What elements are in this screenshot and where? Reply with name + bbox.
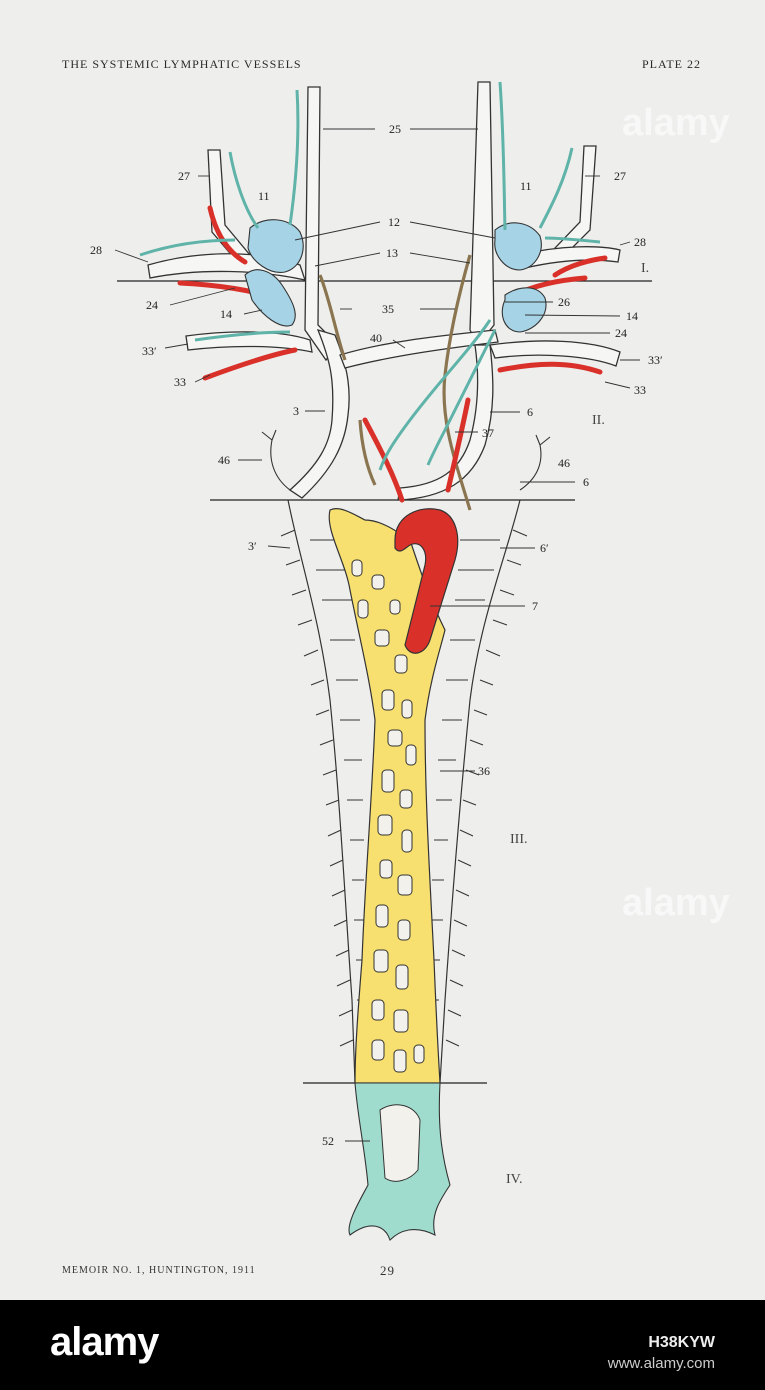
label-3prime: 3′	[248, 539, 257, 553]
level-iv: IV.	[506, 1172, 522, 1187]
label-13: 13	[386, 246, 398, 260]
level-markers: I. II. III. IV.	[506, 261, 649, 1187]
label-11-right: 11	[520, 179, 532, 193]
label-36: 36	[478, 764, 490, 778]
label-28-right: 28	[634, 235, 646, 249]
stock-banner: alamy H38KYW www.alamy.com	[0, 1300, 765, 1390]
stock-url: www.alamy.com	[607, 1355, 715, 1372]
label-12: 12	[388, 215, 400, 229]
label-26: 26	[558, 295, 570, 309]
label-33-right: 33	[634, 383, 646, 397]
watermark-top: alamy	[622, 102, 730, 144]
level-ii: II.	[592, 413, 605, 428]
aorta	[394, 508, 459, 654]
label-6-upper: 6	[527, 405, 533, 419]
lymphatic-system-diagram: 25 27 27 11 11 12 13 28 28 24 24 14 14 2…	[90, 81, 663, 1242]
label-52: 52	[322, 1134, 334, 1148]
label-28-left: 28	[90, 243, 102, 257]
level-iii: III.	[510, 832, 528, 847]
level-i: I.	[641, 261, 649, 276]
green-lymph-channels	[139, 81, 601, 471]
label-46-right: 46	[558, 456, 570, 470]
label-24-left: 24	[146, 298, 158, 312]
label-7: 7	[532, 599, 538, 613]
memoir-citation: MEMOIR NO. 1, HUNTINGTON, 1911	[62, 1265, 256, 1276]
label-6-lower: 6	[583, 475, 589, 489]
label-33prime-right: 33′	[648, 353, 663, 367]
image-id: H38KYW	[648, 1334, 715, 1351]
label-11-left: 11	[258, 189, 270, 203]
label-35: 35	[382, 302, 394, 316]
page-number: 29	[380, 1263, 395, 1278]
label-14-right: 14	[626, 309, 638, 323]
plate-title: THE SYSTEMIC LYMPHATIC VESSELS	[62, 57, 302, 71]
label-46-left: 46	[218, 453, 230, 467]
trunk-outline	[280, 499, 528, 1084]
label-3: 3	[293, 404, 299, 418]
label-6prime: 6′	[540, 541, 549, 555]
branch-vessels	[261, 429, 551, 491]
label-33-left: 33	[174, 375, 186, 389]
label-25: 25	[389, 122, 401, 136]
plate-number: PLATE 22	[642, 57, 701, 71]
posterior-lymph-sac	[348, 1082, 451, 1242]
plate-page: THE SYSTEMIC LYMPHATIC VESSELS PLATE 22	[62, 57, 730, 1278]
structure-labels: 25 27 27 11 11 12 13 28 28 24 24 14 14 2…	[90, 122, 663, 1148]
label-33prime-left: 33′	[142, 344, 157, 358]
label-27-left: 27	[178, 169, 190, 183]
alamy-logo: alamy	[50, 1320, 159, 1364]
label-27-right: 27	[614, 169, 626, 183]
label-37: 37	[482, 426, 494, 440]
leader-lines	[114, 128, 640, 1142]
label-14-left: 14	[220, 307, 232, 321]
jugular-lymph-sacs	[244, 219, 547, 333]
label-24-right: 24	[615, 326, 627, 340]
label-40: 40	[370, 331, 382, 345]
watermark-middle: alamy	[622, 882, 730, 924]
